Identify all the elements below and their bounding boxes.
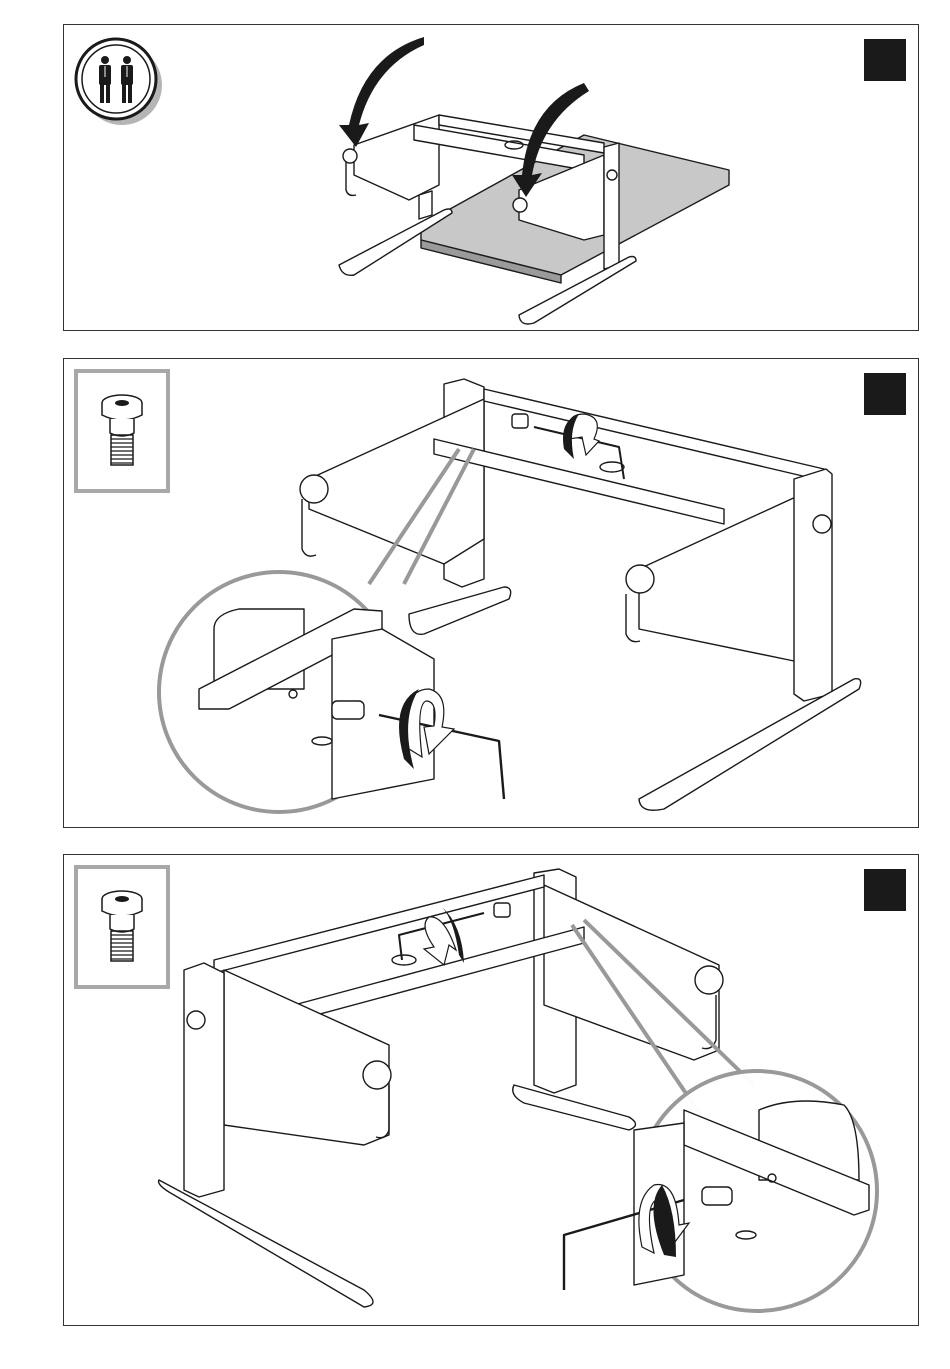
- bolt-install-illustration: [64, 359, 920, 829]
- panel-step-3: [63, 854, 919, 1326]
- panel-step-1: [63, 24, 919, 331]
- bolt-install-illustration-2: [64, 855, 920, 1327]
- panel-step-2: [63, 358, 919, 828]
- frame-flip-illustration: [64, 25, 920, 332]
